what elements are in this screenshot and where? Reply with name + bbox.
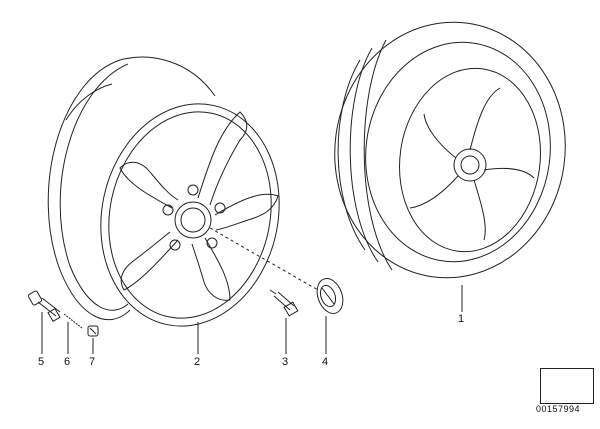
callout-1: 1	[458, 313, 465, 325]
reference-box	[540, 368, 594, 404]
valve-insert-drawing	[64, 314, 82, 328]
callout-3: 3	[282, 356, 289, 368]
reference-code: 00157994	[536, 404, 581, 414]
bolt-drawing	[270, 290, 298, 316]
tire-drawing	[318, 7, 581, 293]
valve-cap-drawing	[88, 326, 98, 336]
alignment-line	[210, 228, 318, 290]
rim-drawing	[48, 57, 299, 343]
callout-4: 4	[322, 356, 329, 368]
valve-drawing	[28, 290, 60, 321]
hubcap-drawing	[313, 275, 348, 317]
callout-2: 2	[194, 356, 201, 368]
callout-5: 5	[38, 356, 45, 368]
callout-7: 7	[89, 356, 96, 368]
callout-6: 6	[64, 356, 71, 368]
